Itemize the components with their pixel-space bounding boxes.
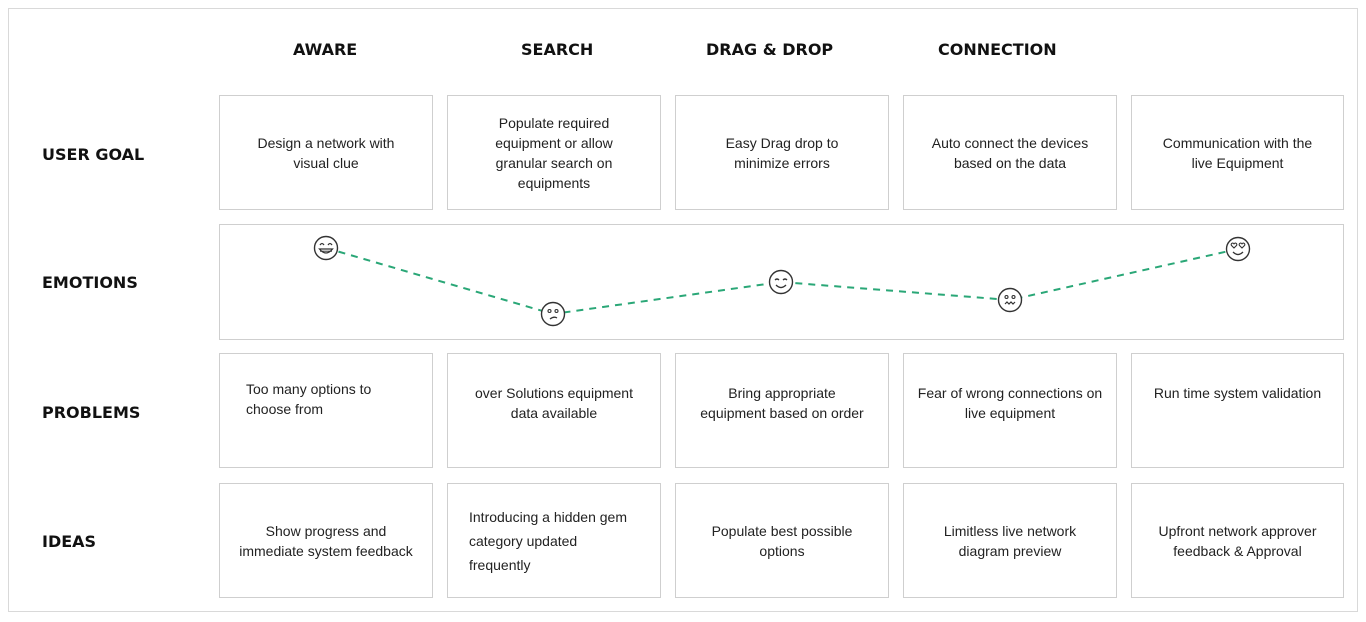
idea-card: Upfront network approver feedback & Appr…	[1131, 483, 1344, 598]
problem-text: Too many options to choose from	[246, 381, 372, 417]
idea-text: Limitless live network diagram preview	[943, 522, 1077, 559]
smiling-face-icon	[768, 269, 794, 295]
user-goal-card: Easy Drag drop to minimize errors	[675, 95, 889, 210]
problem-text: Fear of wrong connections on live equipm…	[917, 385, 1103, 421]
user-goal-card: Populate required equipment or allow gra…	[447, 95, 661, 210]
problem-text: Bring appropriate equipment based on ord…	[700, 385, 864, 421]
user-goal-text: Easy Drag drop to minimize errors	[725, 134, 839, 171]
problem-text: Run time system validation	[1153, 385, 1322, 401]
user-goal-text: Auto connect the devices based on the da…	[931, 134, 1089, 171]
idea-text: Upfront network approver feedback & Appr…	[1158, 522, 1317, 559]
user-goal-text: Populate required equipment or allow gra…	[495, 114, 613, 191]
idea-text: Introducing a hidden gem category update…	[469, 508, 627, 573]
worried-face-icon	[997, 287, 1023, 313]
grinning-face-icon	[313, 235, 339, 261]
column-header-drag-drop: DRAG & DROP	[706, 40, 834, 59]
problem-text: over Solutions equipment data available	[475, 385, 633, 421]
user-goal-card: Design a network with visual clue	[219, 95, 433, 210]
heart-eyes-face-icon	[1225, 236, 1251, 262]
emotions-band	[219, 224, 1344, 340]
confused-face-icon	[540, 301, 566, 327]
problem-card: Run time system validation	[1131, 353, 1344, 468]
emotion-line	[325, 247, 1239, 316]
problem-card: Too many options to choose from	[219, 353, 433, 468]
problem-card: over Solutions equipment data available	[447, 353, 661, 468]
idea-text: Show progress and immediate system feedb…	[239, 522, 413, 559]
column-header-connection: CONNECTION	[938, 40, 1057, 59]
row-label-emotions: EMOTIONS	[42, 273, 138, 292]
idea-card: Introducing a hidden gem category update…	[447, 483, 661, 598]
journey-map-frame	[8, 8, 1358, 612]
column-header-aware: AWARE	[293, 40, 358, 59]
row-label-ideas: IDEAS	[42, 532, 97, 551]
idea-card: Populate best possible options	[675, 483, 889, 598]
column-header-search: SEARCH	[521, 40, 594, 59]
problem-card: Fear of wrong connections on live equipm…	[903, 353, 1117, 468]
problem-card: Bring appropriate equipment based on ord…	[675, 353, 889, 468]
idea-card: Show progress and immediate system feedb…	[219, 483, 433, 598]
row-label-problems: PROBLEMS	[42, 403, 141, 422]
user-goal-card: Auto connect the devices based on the da…	[903, 95, 1117, 210]
idea-card: Limitless live network diagram preview	[903, 483, 1117, 598]
user-goal-card: Communication with the live Equipment	[1131, 95, 1344, 210]
idea-text: Populate best possible options	[711, 522, 853, 559]
user-goal-text: Design a network with visual clue	[257, 134, 395, 171]
row-label-user-goal: USER GOAL	[42, 145, 145, 164]
user-goal-text: Communication with the live Equipment	[1162, 134, 1313, 171]
